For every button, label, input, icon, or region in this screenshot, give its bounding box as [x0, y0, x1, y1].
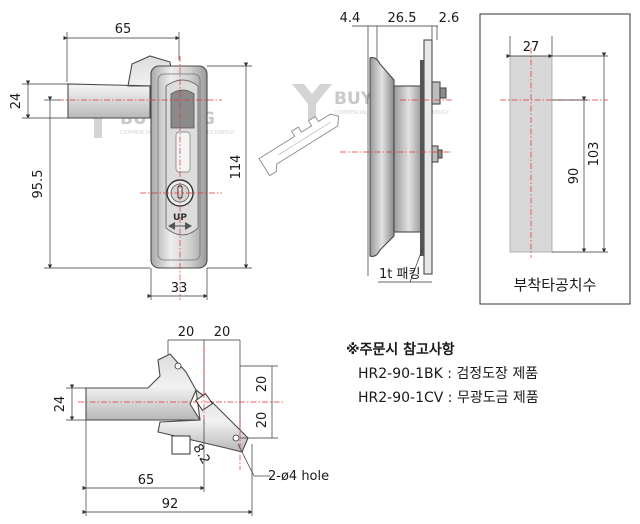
front-view: 65 UP 24 95.5 114: [9, 22, 252, 300]
dim-bottom-92: 92: [162, 497, 179, 512]
dim-cutout-90: 90: [567, 168, 582, 185]
order-notes: ※주문시 참고사항 HR2-90-1BK : 검정도장 제품 HR2-90-1C…: [346, 341, 539, 406]
dim-width-65: 65: [115, 22, 132, 37]
dim-height-95-5: 95.5: [31, 170, 46, 199]
dim-height-24: 24: [9, 93, 24, 110]
dim-height-114: 114: [229, 155, 244, 180]
dim-square-8-2: 8.2: [189, 442, 212, 467]
dim-26-5: 26.5: [388, 11, 417, 26]
dim-top-left-20: 20: [178, 325, 195, 340]
hole-label: 2-ø4 hole: [268, 469, 329, 484]
notes-heading: ※주문시 참고사항: [346, 341, 455, 358]
packing-label: 1t 패킹: [379, 267, 420, 282]
key-illustration: [258, 113, 340, 177]
bottom-plate: [85, 353, 201, 421]
dim-width-33: 33: [171, 281, 188, 296]
side-bezel: [369, 57, 395, 257]
packing: [420, 60, 424, 256]
cutout-caption: 부착타공치수: [514, 276, 597, 294]
arrow-icon: [168, 222, 192, 230]
cutout-panel: 27 90 103 부착타공치수: [479, 13, 631, 305]
dim-bottom-65: 65: [138, 473, 155, 488]
dim-right-upper-20: 20: [255, 376, 270, 393]
dim-cutout-27: 27: [523, 40, 540, 55]
notes-line-bk: HR2-90-1BK : 검정도장 제품: [358, 366, 538, 382]
mounting-plate: [423, 39, 433, 275]
dim-bottom-24: 24: [53, 396, 68, 413]
dim-4-4: 4.4: [340, 11, 361, 26]
side-view: 4.4 26.5 2.6 1t 패킹: [340, 11, 460, 283]
bottom-view: 20 20 8.2 24 20 20 2-ø4 hole: [53, 325, 329, 516]
dim-cutout-103: 103: [587, 142, 602, 167]
notes-line-cv: HR2-90-1CV : 무광도금 제품: [358, 390, 539, 406]
dim-2-6: 2.6: [439, 11, 460, 26]
dim-top-right-20: 20: [214, 325, 231, 340]
dim-right-lower-20: 20: [255, 412, 270, 429]
